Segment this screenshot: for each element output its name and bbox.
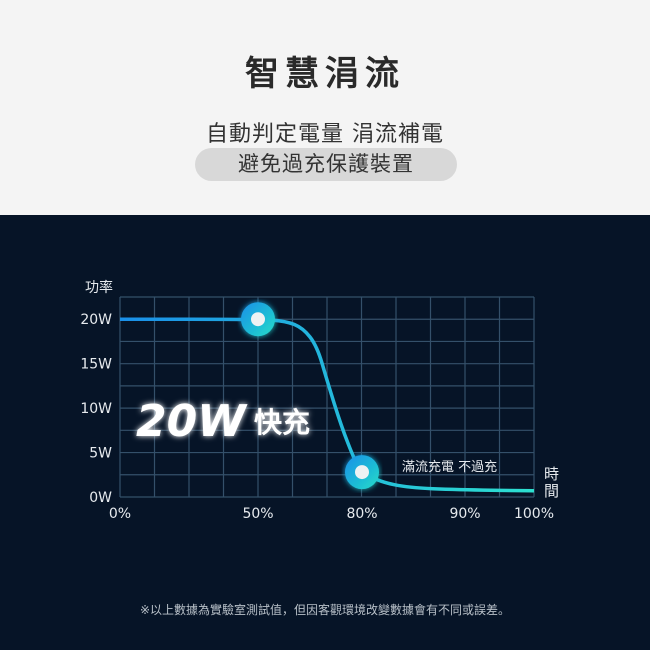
x-tick-label: 100% — [514, 506, 554, 522]
marker-dot — [251, 312, 265, 327]
y-axis-label: 功率 — [85, 279, 113, 296]
chart-section — [0, 215, 650, 650]
y-tick-label: 15W — [80, 357, 112, 373]
subtitle: 自動判定電量 涓流補電 — [206, 122, 444, 147]
marker-dot — [355, 465, 369, 480]
footnote: ※以上數據為實驗室測試值，但因客觀環境改變數據會有不同或誤差。 — [139, 603, 511, 617]
fast-charge-label: 快充 — [254, 406, 310, 439]
y-tick-label: 10W — [80, 401, 112, 417]
trickle-annotation: 滿流充電 不過充 — [402, 459, 497, 475]
x-tick-label: 0% — [109, 506, 131, 522]
x-axis-label: 時間 — [542, 466, 560, 500]
feature-pill: 避免過充保護裝置 — [195, 148, 457, 181]
page-title: 智慧涓流 — [245, 54, 405, 94]
y-tick-label: 0W — [89, 490, 112, 506]
x-tick-label: 90% — [449, 506, 480, 522]
x-tick-label: 80% — [346, 506, 377, 522]
y-tick-label: 20W — [80, 312, 112, 328]
fast-charge-value: 20W — [136, 396, 248, 447]
x-tick-label: 50% — [242, 506, 273, 522]
header-section: 智慧涓流 自動判定電量 涓流補電 避免過充保護裝置 — [0, 0, 650, 215]
y-tick-label: 5W — [89, 446, 112, 462]
